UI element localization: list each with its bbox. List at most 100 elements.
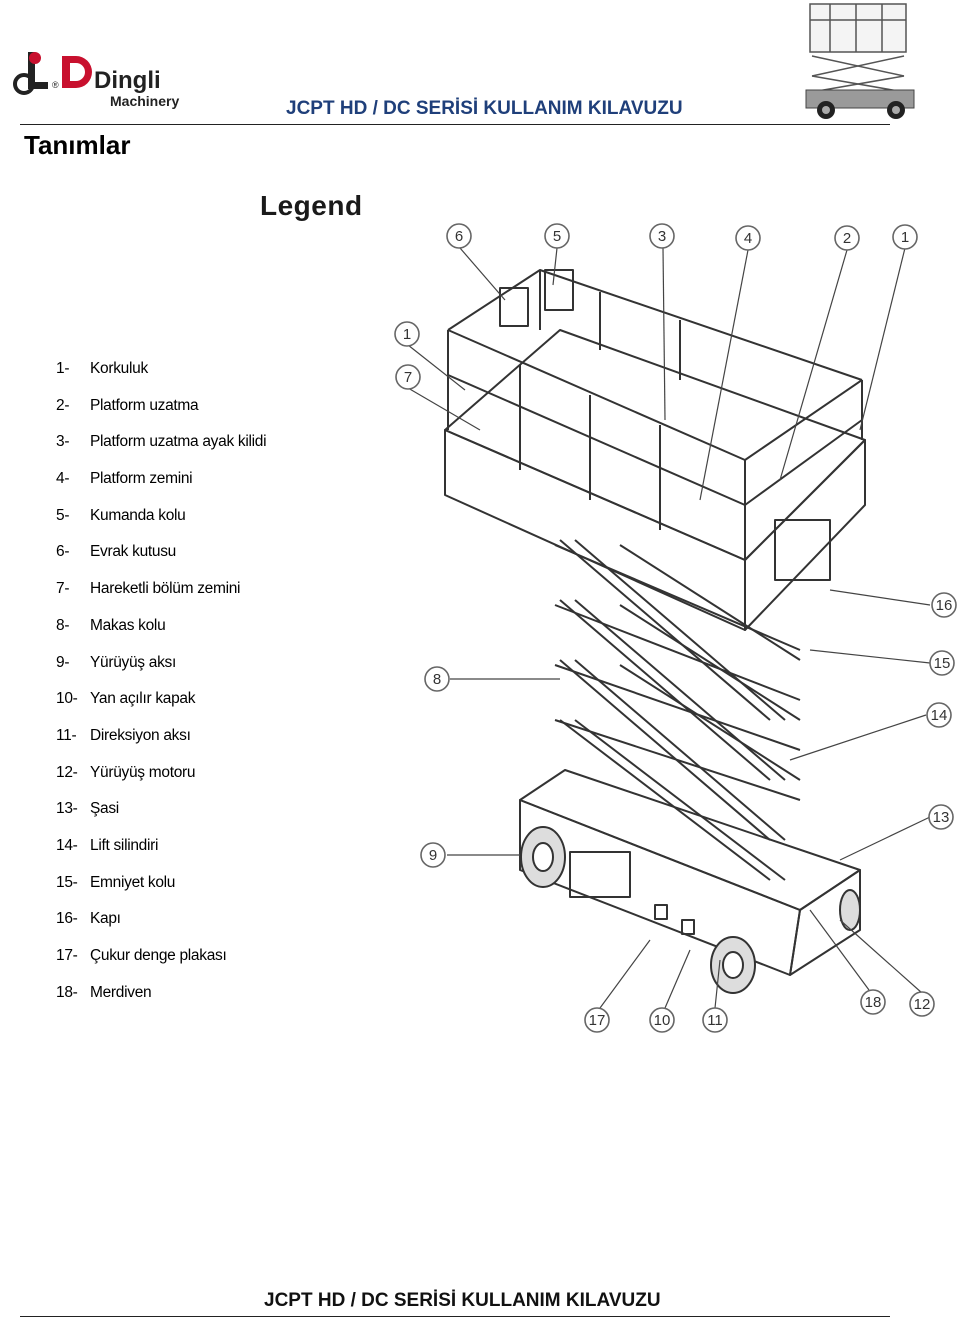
svg-text:6: 6 — [455, 228, 463, 245]
legend-item-label: Kapı — [90, 910, 121, 928]
legend-item-number: 3- — [56, 433, 70, 451]
footer-title: JCPT HD / DC SERİSİ KULLANIM KILAVUZU — [264, 1290, 661, 1311]
legend-item-number: 12- — [56, 763, 78, 781]
callout-2: 2 — [834, 225, 860, 251]
callout-17: 17 — [584, 1007, 610, 1033]
legend-item: 3- Platform uzatma ayak kilidi — [56, 433, 267, 470]
legend-item-label: Çukur denge plakası — [90, 947, 227, 964]
legend-item: 8- Makas kolu — [56, 617, 266, 654]
svg-text:16: 16 — [936, 597, 953, 614]
header-divider — [20, 124, 890, 125]
scissor-lift-thumbnail — [805, 3, 915, 119]
legend-item: 11- Direksiyon aksı — [56, 727, 266, 764]
svg-text:12: 12 — [914, 996, 931, 1013]
legend-item-number: 6- — [56, 543, 70, 561]
legend-item-label: Makas kolu — [90, 616, 166, 634]
legend-item-number: 13- — [56, 800, 78, 818]
legend-list: 1- Korkuluk 2- Platform uzatma 3- Platform uz… — [56, 360, 267, 1021]
legend-item-number: 16- — [56, 910, 78, 928]
legend-item-number: 7- — [56, 580, 70, 598]
legend-item-label: Platform zemini — [90, 470, 193, 488]
legend-item-number: 8- — [56, 616, 70, 634]
legend-item: 18- Merdiven — [56, 984, 266, 1021]
logo-subtitle: Machinery — [110, 93, 179, 109]
legend-item: 16- Kapı — [56, 910, 266, 947]
legend-item-label: Hareketli bölüm zemini — [90, 580, 241, 598]
callout-13: 13 — [928, 804, 954, 830]
callout-4: 4 — [735, 225, 761, 251]
legend-item-label: Evrak kutusu — [90, 543, 176, 561]
svg-text:17: 17 — [589, 1012, 606, 1029]
legend-item-label: Yan açılır kapak — [90, 690, 196, 708]
svg-text:9: 9 — [429, 847, 437, 864]
legend-item-label: Emniyet kolu — [90, 873, 176, 891]
legend-item-label: Yürüyüş motoru — [90, 763, 196, 781]
callout-11: 11 — [702, 1007, 728, 1033]
legend-item-number: 15- — [56, 873, 78, 891]
legend-item-label: Kumanda kolu — [90, 506, 186, 524]
legend-item-label: Lift silindiri — [90, 836, 159, 854]
callout-3: 3 — [649, 223, 675, 249]
legend-item: 17- Çukur denge plakası — [56, 947, 266, 984]
callout-15: 15 — [929, 650, 955, 676]
callout-7: 7 — [395, 364, 421, 390]
dingli-logo: ® Dingli Machinery — [13, 52, 179, 109]
legend-item-number: 10- — [56, 690, 78, 708]
legend-item-number: 2- — [56, 396, 70, 414]
legend-item-number: 9- — [56, 653, 70, 671]
legend-item-label: Korkuluk — [90, 360, 148, 377]
svg-text:10: 10 — [654, 1012, 671, 1029]
legend-item-number: 1- — [56, 360, 70, 377]
legend-item-label: Direksiyon aksı — [90, 726, 191, 744]
svg-text:2: 2 — [843, 230, 851, 247]
legend-item: 5- Kumanda kolu — [56, 507, 266, 544]
logo-wordmark: Dingli — [94, 67, 161, 94]
legend-item: 2- Platform uzatma — [56, 397, 266, 434]
svg-text:11: 11 — [707, 1012, 723, 1029]
callout-9: 9 — [420, 842, 446, 868]
svg-text:14: 14 — [931, 707, 948, 724]
svg-text:15: 15 — [934, 655, 951, 672]
legend-item-number: 14- — [56, 836, 78, 854]
legend-item-label: Platform uzatma ayak kilidi — [90, 433, 267, 451]
svg-text:4: 4 — [744, 230, 752, 247]
legend-item-label: Merdiven — [90, 983, 152, 1001]
legend-item-number: 4- — [56, 470, 70, 488]
svg-text:3: 3 — [658, 228, 666, 245]
legend-item-number: 5- — [56, 506, 70, 524]
callout-6: 6 — [446, 223, 472, 249]
legend-item: 1- Korkuluk — [56, 360, 266, 397]
legend-item-label: Platform uzatma — [90, 396, 199, 414]
svg-text:1: 1 — [901, 229, 909, 246]
svg-text:5: 5 — [553, 228, 561, 245]
callout-14: 14 — [926, 702, 952, 728]
section-title: Tanımlar — [24, 130, 131, 160]
callout-1-left: 1 — [394, 321, 420, 347]
callout-5: 5 — [544, 223, 570, 249]
header-title: JCPT HD / DC SERİSİ KULLANIM KILAVUZU — [286, 98, 683, 119]
callout-10: 10 — [649, 1007, 675, 1033]
legend-item: 7- Hareketli bölüm zemini — [56, 580, 266, 617]
legend-title: Legend — [260, 190, 363, 221]
svg-text:®: ® — [52, 80, 59, 90]
legend-item-number: 11- — [56, 726, 77, 744]
legend-item: 9-Yürüyüş aksı — [56, 654, 266, 691]
svg-text:8: 8 — [433, 671, 441, 688]
legend-item-label: Şasi — [90, 800, 119, 818]
legend-item-number: 17- — [56, 947, 78, 964]
legend-item: 14- Lift silindiri — [56, 837, 266, 874]
legend-item: 10- Yan açılır kapak — [56, 690, 266, 727]
callout-18: 18 — [860, 989, 886, 1015]
footer-divider — [20, 1316, 890, 1317]
svg-text:13: 13 — [933, 809, 950, 826]
legend-item: 15- Emniyet kolu — [56, 874, 266, 911]
legend-item-number: 18- — [56, 983, 78, 1001]
callout-12: 12 — [909, 991, 935, 1017]
callout-8: 8 — [424, 666, 450, 692]
svg-text:18: 18 — [865, 994, 882, 1011]
legend-item: 13- Şasi — [56, 800, 266, 837]
legend-item: 12- Yürüyüş motoru — [56, 764, 266, 801]
callout-16: 16 — [931, 592, 957, 618]
svg-text:1: 1 — [403, 326, 411, 343]
scissor-lift-diagram: 1 2 3 4 5 6 1 7 8 9 10 11 12 13 14 15 16… — [394, 223, 957, 1033]
